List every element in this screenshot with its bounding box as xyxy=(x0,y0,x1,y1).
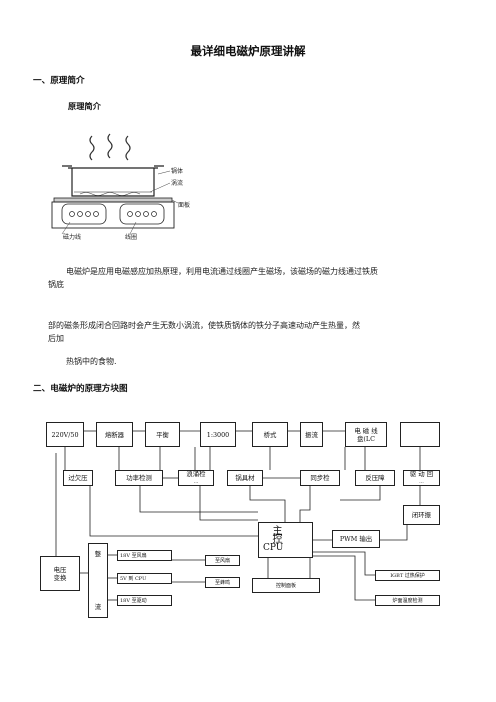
label-coil: 线圈 xyxy=(125,234,138,241)
block-drive-circuit: 驱 动 回 ... xyxy=(403,470,440,486)
block-rectifier-line1: 整 xyxy=(94,550,102,558)
steam-icon xyxy=(89,133,131,161)
block-drive-line2: ... xyxy=(419,479,424,485)
block-surge-line1: 浪涌检 xyxy=(186,470,206,478)
block-5v-cpu: 5V 到 CPU xyxy=(117,573,172,584)
block-18v-drive: 18V 至驱动 xyxy=(117,595,172,606)
block-reverse-voltage: 反压障 xyxy=(355,470,395,486)
block-ratio: 1:3000 xyxy=(200,422,236,447)
page-title: 最详细电磁炉原理讲解 xyxy=(190,44,306,58)
block-coil-line2: 盘(LC xyxy=(356,434,376,443)
block-over-under-voltage: 过欠压 xyxy=(63,470,93,486)
block-surface-temp: 炉面温度检测 xyxy=(375,595,440,606)
section-heading-intro: 一、原理简介 xyxy=(33,76,85,86)
section-heading-diagram: 二、电磁炉的原理方块图 xyxy=(33,384,128,394)
cooker-base-icon xyxy=(51,201,175,229)
block-to-buzzer: 至蜂鸣 xyxy=(205,577,240,588)
block-coil-line1: 电 磁 线 xyxy=(354,426,378,435)
block-power-input: 220V/50 xyxy=(46,422,84,447)
block-empty xyxy=(400,422,440,447)
label-pot: 锅体 xyxy=(171,168,184,175)
block-voltage-line1: 电压 xyxy=(53,565,67,574)
subsection-heading: 原理简介 xyxy=(68,101,101,111)
paragraph-line: 后加 xyxy=(48,334,64,343)
eddy-current-icon xyxy=(79,192,141,196)
block-fuse: 熔断器 xyxy=(96,422,133,447)
label-flux: 磁力线 xyxy=(63,234,82,241)
block-pwm-output: PWM 输出 xyxy=(332,530,380,548)
pot-icon xyxy=(62,165,164,197)
block-closed-loop: 闭环振 xyxy=(403,505,440,525)
block-filter: 振流 xyxy=(300,422,323,447)
paragraph-line: 锅底 xyxy=(48,280,64,289)
paragraph-line: 部的磁条形成闭合回路时会产生无数小涡流，使铁质锅体的铁分子高速动动产生热量，然 xyxy=(48,321,360,330)
block-sync-detect: 同步检 xyxy=(300,470,340,486)
block-power-detect: 功率检测 xyxy=(115,470,163,486)
block-surge-line2: ... xyxy=(193,479,199,485)
paragraph-line: 热锅中的食物. xyxy=(66,357,117,366)
block-coil: 电 磁 线 盘(LC xyxy=(345,422,387,447)
block-pot-material: 锅具材 xyxy=(227,470,263,486)
block-main-cpu: 主控 CPU xyxy=(258,522,313,558)
block-cpu-line2: CPU xyxy=(263,543,284,553)
paragraph-line: 电磁炉是应用电磁感应加热原理，利用电流通过线圈产生磁场，该磁场的磁力线通过铁质 xyxy=(66,267,378,276)
block-bridge: 桥式 xyxy=(252,422,288,447)
block-surge-detect: 浪涌检 ... xyxy=(178,470,214,486)
coil-icon xyxy=(69,211,157,217)
block-cpu-line1: 主控 xyxy=(272,526,301,545)
block-balance: 平衡 xyxy=(145,422,180,447)
block-rectifier-line2: 流 xyxy=(94,603,102,611)
block-18v-fan: 18V 至风扇 xyxy=(117,550,172,561)
block-to-fan: 至风扇 xyxy=(205,555,240,566)
label-plate: 面板 xyxy=(178,202,191,209)
block-rectifier: 整 流 xyxy=(88,543,108,618)
label-eddy: 涡流 xyxy=(171,180,184,187)
induction-figure xyxy=(51,133,179,235)
block-igbt-protection: IGBT 过热保护 xyxy=(375,570,440,581)
block-control-panel: 控制面板 xyxy=(252,578,320,593)
block-drive-line1: 驱 动 回 xyxy=(409,470,434,478)
block-voltage-conversion: 电压 变换 xyxy=(40,556,80,591)
block-voltage-line2: 变换 xyxy=(53,573,67,582)
